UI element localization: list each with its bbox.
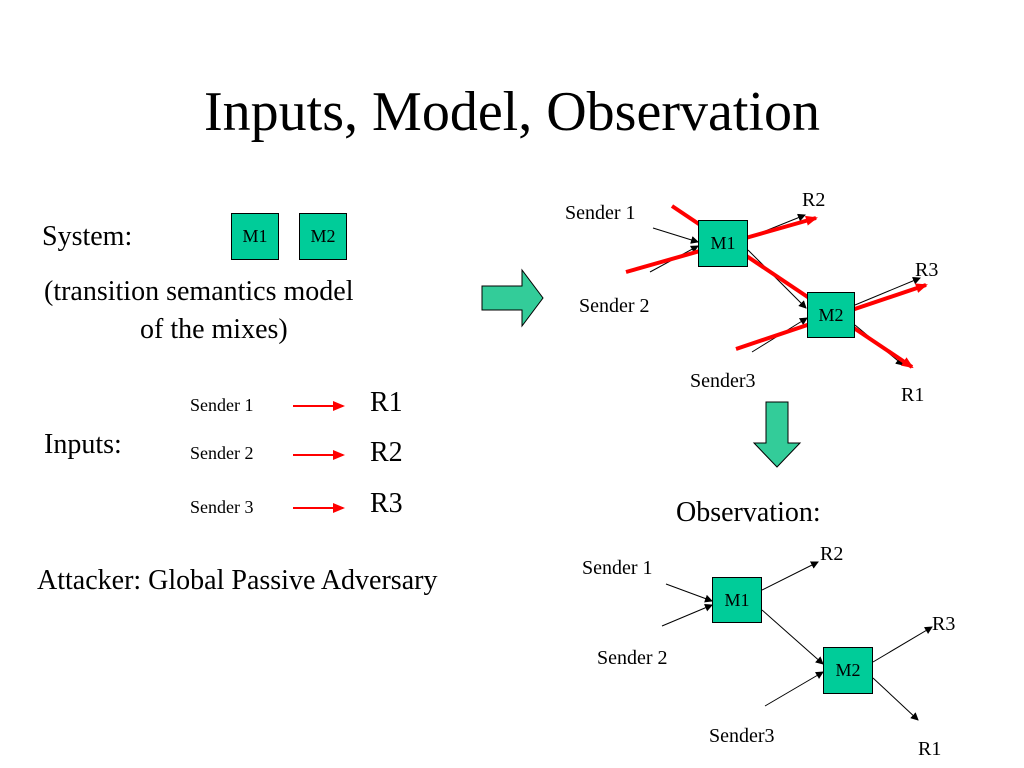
model-edge-m1-m2 [747,249,807,309]
model-sender-1: Sender 1 [565,202,636,224]
obs-mix-m2: M2 [823,647,873,694]
model-mix-m1: M1 [698,220,748,267]
observation-label: Observation: [676,497,821,528]
obs-edge-sender3-m2 [764,671,824,707]
model-receiver-r3: R3 [915,259,939,281]
obs-sender-1: Sender 1 [582,557,653,579]
red-cross-lines [625,204,928,369]
model-receiver-r1: R1 [901,384,925,406]
model-edge-sender1-m1 [652,227,699,244]
block-arrow-right [481,268,544,328]
obs-edge-sender2-m1 [661,604,713,627]
system-mix-m1: M1 [231,213,279,260]
slide-title: Inputs, Model, Observation [204,81,820,143]
obs-receiver-r2: R2 [820,543,844,565]
model-diagram-arrows [649,213,921,366]
block-arrow-down [752,401,802,468]
obs-edge-sender1-m1 [665,583,713,603]
obs-edge-m2-r1 [872,677,919,721]
system-caption-line1: (transition semantics model [44,276,354,307]
system-mix-m2: M2 [299,213,347,260]
input-sender-3: Sender 3 [190,497,254,517]
model-edge-m2-r3 [854,276,921,306]
input-sender-2: Sender 2 [190,443,254,463]
obs-edge-m1-m2 [761,609,824,665]
obs-receiver-r3: R3 [932,613,956,635]
input-receiver-1: R1 [370,387,403,418]
obs-edge-m1-r2 [761,561,819,591]
model-sender-2: Sender 2 [579,295,650,317]
input-sender-1: Sender 1 [190,395,254,415]
observation-diagram-arrows [661,561,933,721]
obs-mix-m1: M1 [712,577,762,623]
input-receiver-2: R2 [370,437,403,468]
system-caption-line2: of the mixes) [140,314,288,345]
obs-edge-m2-r3 [872,626,933,663]
inputs-label: Inputs: [44,429,122,460]
obs-sender-3: Sender3 [709,725,775,747]
obs-sender-2: Sender 2 [597,647,668,669]
model-receiver-r2: R2 [802,189,826,211]
attacker-text: Attacker: Global Passive Adversary [37,565,438,596]
input-receiver-3: R3 [370,488,403,519]
model-mix-m2: M2 [807,292,855,338]
system-label: System: [42,221,133,252]
model-sender-3: Sender3 [690,370,756,392]
obs-receiver-r1: R1 [918,738,942,760]
